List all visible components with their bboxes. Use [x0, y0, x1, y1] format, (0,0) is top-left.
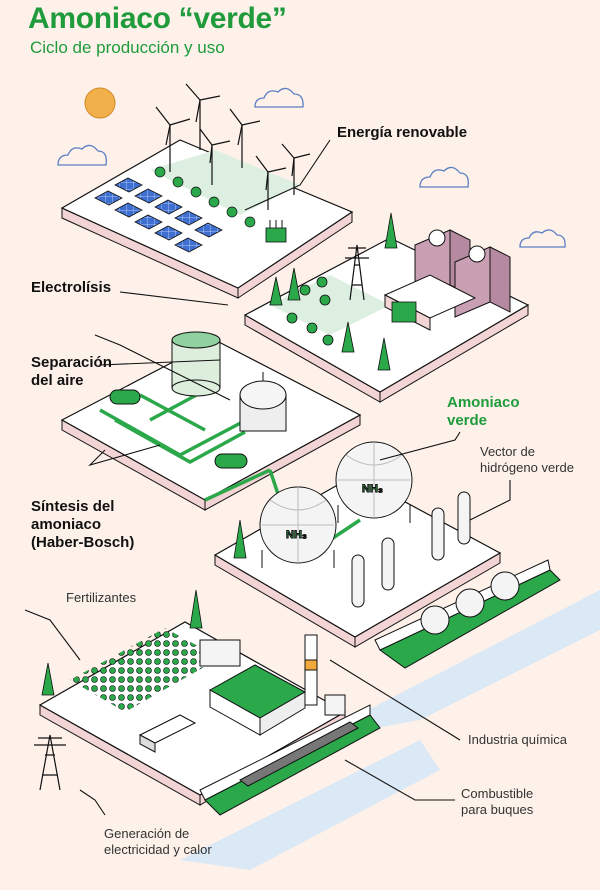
leader-lines	[24, 139, 511, 816]
chimney-icon	[304, 634, 318, 706]
wind-turbine-icon	[155, 83, 311, 210]
platform-storage: NH₃ NH₃	[213, 441, 502, 648]
cargo-ship-icon	[199, 694, 381, 816]
air-separation-tank-icon	[171, 331, 221, 397]
water	[180, 740, 440, 870]
hydrogen-cylinder-icon	[351, 491, 471, 608]
page-title: Amoniaco “verde”	[28, 2, 287, 35]
transformer-icon	[265, 220, 287, 243]
tree-icon	[154, 166, 256, 228]
water	[310, 590, 600, 740]
platform-renewable	[60, 83, 354, 299]
pylon-icon	[34, 734, 66, 791]
label-fertilizantes: Fertilizantes	[66, 590, 137, 605]
building-icon	[383, 229, 511, 331]
factory-icon	[199, 639, 307, 736]
pylon-icon	[345, 244, 369, 301]
tree-icon	[269, 212, 398, 371]
tank-label: NH₃	[362, 483, 383, 495]
label-electrolisis: Electrolísis	[31, 279, 112, 296]
solar-panel-array	[94, 177, 223, 253]
platform-synthesis	[60, 331, 362, 511]
cloud-icon	[57, 87, 566, 248]
tree-icon	[233, 519, 247, 559]
tank-label: NH₃	[286, 529, 307, 541]
gas-tanker-ship-icon	[374, 559, 561, 669]
sun-icon	[84, 87, 116, 119]
label-energia-renovable: Energía renovable	[337, 124, 468, 141]
crop-field	[70, 628, 220, 712]
horizontal-tank-icon	[109, 389, 248, 469]
tree-icon	[41, 589, 203, 696]
platform-electrolysis	[243, 212, 530, 403]
transformer-icon	[391, 301, 417, 323]
truck-icon	[138, 714, 197, 753]
label-industria-quimica: Industria química	[468, 732, 567, 747]
reactor-tank-icon	[239, 372, 287, 432]
ammonia-sphere-tank-icon: NH₃ NH₃	[259, 441, 413, 568]
platform-fertilizer	[38, 589, 347, 806]
page-subtitle: Ciclo de producción y uso	[30, 38, 225, 57]
